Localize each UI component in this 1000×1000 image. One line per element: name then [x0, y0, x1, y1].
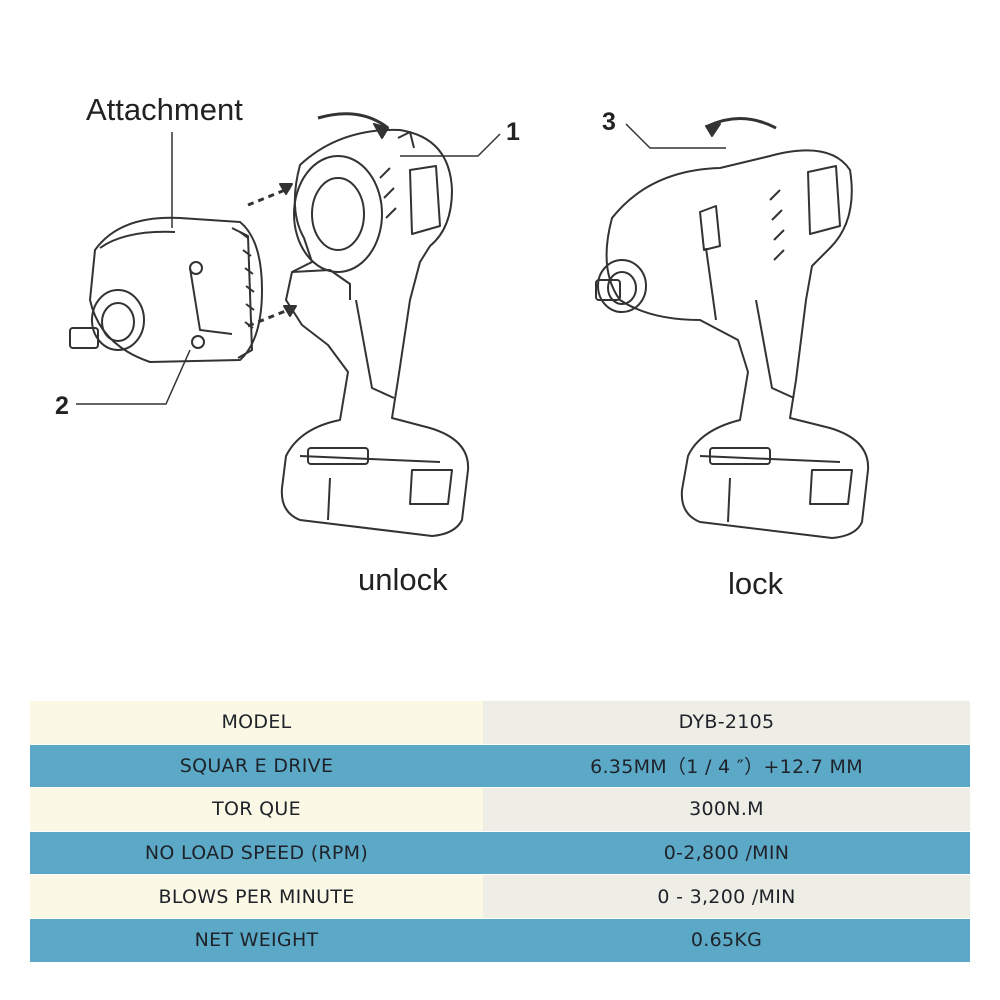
spec-key: MODEL — [30, 701, 483, 745]
spec-value: 0.65KG — [483, 917, 970, 963]
spec-value: 6.35MM（1 / 4 ″）+12.7 MM — [483, 743, 970, 789]
spec-row-drive: SQUAR E DRIVE 6.35MM（1 / 4 ″）+12.7 MM — [30, 743, 970, 789]
spec-row-weight: NET WEIGHT 0.65KG — [30, 917, 970, 963]
spec-key: BLOWS PER MINUTE — [30, 874, 483, 919]
spec-row-torque: TOR QUE 300N.M — [30, 787, 970, 832]
spec-row-speed: NO LOAD SPEED (RPM) 0-2,800 /MIN — [30, 830, 970, 876]
spec-key: SQUAR E DRIVE — [30, 743, 483, 789]
spec-value: 0 - 3,200 /MIN — [483, 874, 970, 919]
tool-illustration — [69, 112, 870, 539]
spec-value: 300N.M — [483, 787, 970, 832]
spec-key: NO LOAD SPEED (RPM) — [30, 830, 483, 876]
spec-value: DYB-2105 — [483, 701, 970, 745]
lock-label: lock — [728, 566, 784, 601]
spec-row-blows: BLOWS PER MINUTE 0 - 3,200 /MIN — [30, 874, 970, 919]
spec-row-model: MODEL DYB-2105 — [30, 701, 970, 745]
callout-2: 2 — [55, 392, 69, 420]
callout-1: 1 — [506, 118, 520, 146]
spec-table: MODEL DYB-2105 SQUAR E DRIVE 6.35MM（1 / … — [30, 701, 970, 963]
unlock-label: unlock — [358, 562, 448, 597]
callout-3: 3 — [602, 108, 616, 136]
drill-body-unlock-drawing — [280, 112, 470, 537]
spec-key: NET WEIGHT — [30, 917, 483, 963]
drill-assembled-lock-drawing — [595, 116, 870, 539]
attachment-label: Attachment — [86, 92, 243, 127]
spec-value: 0-2,800 /MIN — [483, 830, 970, 876]
attachment-head-drawing — [69, 216, 263, 363]
spec-key: TOR QUE — [30, 787, 483, 832]
